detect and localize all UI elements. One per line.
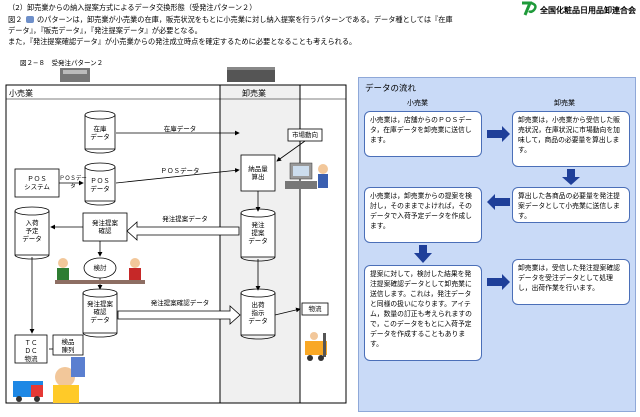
- retail-title: 小売業: [9, 89, 33, 98]
- header-line-2a: 図２: [8, 15, 23, 24]
- proposal-db: [240, 208, 276, 262]
- receipt-plan-label: 入荷 予定 データ: [22, 219, 42, 243]
- header-line-2b: のパターンは，卸売業が小売業の在庫，販売状況をもとに小売業に対し納入提案を行うパ…: [36, 15, 453, 24]
- retail-step-3: 提案に対して，検討した結果を発注提案確認データとして卸売業に送信します。これは，…: [364, 265, 482, 361]
- data-flow-panel: データの流れ 小売業 卸売業 小売業は，店舗からのＰＯＳデータ，在庫データを卸売…: [358, 77, 636, 412]
- meeting-people-icon: [55, 258, 145, 284]
- receipt-plan-db: [14, 206, 50, 260]
- proposal-check-label: 発注提案 確認: [92, 219, 118, 235]
- wholesale-title: 卸売業: [242, 89, 266, 98]
- flow-pos-data-1: ＰＯＳデータ: [59, 176, 87, 190]
- flow-proposal-data: 発注提案データ: [162, 215, 208, 223]
- review-label: 検討: [93, 264, 107, 272]
- wholesale-step-3: 卸売業は，受信した発注提案確認データを受注データとして処理し，出荷作業を行います…: [512, 259, 630, 305]
- store-display-label: 検品 陳列: [61, 338, 75, 354]
- operator-computer-icon: [285, 162, 328, 189]
- proposal-confirm-db: [82, 288, 118, 338]
- shipment-db-label: 出荷 指示 データ: [248, 301, 268, 325]
- retail-step-2: 小売業は，卸売業からの提案を検討し，そのままでよければ，そのデータで入荷予定デー…: [364, 187, 482, 243]
- proposal-check-box: [82, 212, 128, 242]
- data-flow-wholesale-label: 卸売業: [554, 99, 575, 107]
- proposal-confirm-arrow: [117, 305, 241, 325]
- wholesale-building-icon: [227, 67, 275, 82]
- retail-step-1: 小売業は，店舗からのＰＯＳデータ，在庫データを卸売業に送信します。: [364, 111, 482, 157]
- logistics-box: [301, 302, 329, 316]
- logo-mark-icon: [522, 1, 537, 16]
- pattern-diagram: 小売業 卸売業 在庫 データ ＰＯＳ データ ＰＯＳ システム 入荷 予定 デー…: [5, 65, 347, 405]
- pos-db: [84, 162, 116, 206]
- figure-title: 図２−８ 受発注パターン２: [20, 59, 104, 67]
- tc-dc-box: [14, 334, 48, 364]
- store-display-box: [52, 334, 84, 356]
- proposal-data-arrow: [126, 221, 240, 241]
- header-line-4: また，『発注提案確認データ』が小売業からの発注成立時点を確定するために必要となる…: [8, 37, 357, 46]
- data-flow-arrows: [414, 126, 580, 290]
- header-line-3: データ』，『販売データ』，『発注提案データ』が必要となる。: [8, 26, 202, 35]
- wholesale-step-2: 算出した各商品の必要量を発注提案データとして小売業に送信します。: [512, 187, 630, 223]
- inventory-db-label: 在庫 データ: [90, 125, 110, 141]
- wholesale-step-1: 卸売業は，小売業から受信した販売状況，在庫状況に市場動向を加味して，商品の必要量…: [512, 111, 630, 167]
- delivery-calc-box: [240, 154, 276, 192]
- forklift-icon: [305, 332, 327, 361]
- figure-ref-icon: [25, 16, 34, 23]
- pos-system-box: [14, 168, 60, 198]
- proposal-confirm-db-label: 発注提案 確認 データ: [87, 300, 113, 324]
- flow-inventory-data: 在庫データ: [163, 125, 197, 133]
- market-trend-label: 市場動向: [292, 131, 318, 139]
- store-worker-icon: [53, 357, 85, 403]
- pos-db-label: ＰＯＳ データ: [90, 177, 110, 193]
- proposal-db-label: 発注 提案 データ: [248, 221, 268, 245]
- truck-icon: [13, 381, 43, 402]
- delivery-calc-label: 納品量 算出: [248, 165, 268, 181]
- tc-dc-label: ＴＣ ＤＣ 物流: [24, 339, 38, 363]
- logo-text: 全国化粧品日用品卸連合会: [540, 6, 636, 15]
- header-line-2: 図２ のパターンは，卸売業が小売業の在庫，販売状況をもとに小売業に対し納入提案を…: [8, 15, 453, 25]
- flow-proposal-confirm-data: 発注提案確認データ: [150, 299, 210, 307]
- pos-system-label: ＰＯＳ システム: [24, 175, 50, 191]
- shipment-db: [240, 288, 276, 340]
- logo: 全国化粧品日用品卸連合会: [520, 0, 638, 20]
- inventory-db: [84, 110, 116, 154]
- flow-pos-data-2: ＰＯＳデータ: [160, 167, 200, 175]
- retail-store-icon: [60, 68, 90, 82]
- logistics-label: 物流: [308, 305, 322, 313]
- header-line-1: （2）卸売業からの納入提案方式によるデータ交換形態（受発注パターン２）: [8, 3, 257, 12]
- data-flow-retail-label: 小売業: [407, 99, 428, 107]
- data-flow-title: データの流れ: [365, 84, 417, 94]
- pos-data-arrow-2: [115, 168, 240, 184]
